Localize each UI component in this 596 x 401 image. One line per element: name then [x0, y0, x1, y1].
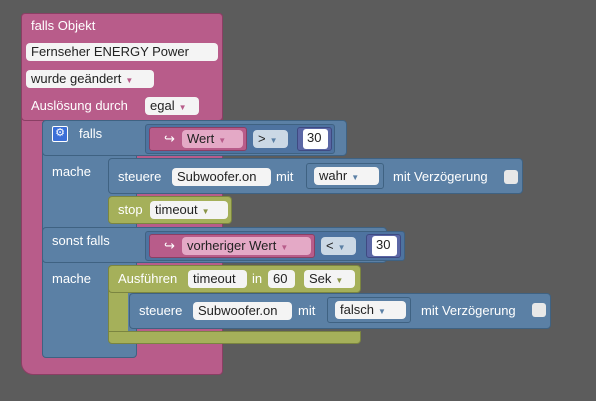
execute-amount: 60	[273, 271, 288, 286]
control2-delay-label: mit Verzögerung	[421, 303, 516, 318]
trigger-value: wurde geändert	[31, 71, 122, 86]
stop-target: timeout	[155, 202, 198, 217]
execute-timer: timeout	[193, 271, 236, 286]
control1-target-field[interactable]: Subwoofer.on	[172, 168, 271, 186]
dropdown-triangle-icon: ▼	[377, 307, 386, 316]
condition2-number: 30	[376, 237, 391, 252]
dropdown-triangle-icon: ▼	[337, 243, 346, 252]
dropdown-triangle-icon: ▼	[335, 276, 344, 285]
do-label: mache	[52, 164, 92, 179]
condition1-variable: Wert	[187, 131, 215, 146]
object-name-field[interactable]: Fernseher ENERGY Power	[26, 43, 218, 61]
control1-delay-label: mit Verzögerung	[393, 169, 488, 184]
control1-target: Subwoofer.on	[177, 169, 257, 184]
execute-unit-dropdown[interactable]: Sek▼	[304, 270, 355, 288]
control2-label: steuere	[139, 303, 183, 318]
condition2-variable: vorheriger Wert	[187, 238, 277, 253]
trigger-by-value: egal	[150, 98, 175, 113]
execute-label: Ausführen	[118, 271, 178, 286]
dropdown-triangle-icon: ▼	[125, 76, 134, 85]
condition1-operator-dropdown[interactable]: >▼	[253, 130, 288, 148]
do2-label: mache	[52, 271, 92, 286]
trigger-by-dropdown[interactable]: egal▼	[145, 97, 199, 115]
dropdown-triangle-icon: ▼	[280, 243, 289, 252]
control2-target-field[interactable]: Subwoofer.on	[193, 302, 292, 320]
dropdown-triangle-icon: ▼	[178, 103, 187, 112]
control2-target: Subwoofer.on	[198, 303, 278, 318]
execute-footer	[108, 331, 361, 344]
trigger-by-label: Auslösung durch	[31, 98, 128, 113]
trigger-dropdown[interactable]: wurde geändert▼	[26, 70, 154, 88]
condition1-number-field[interactable]: 30	[303, 129, 328, 149]
control2-value: falsch	[340, 302, 374, 317]
if-label: falls	[79, 126, 103, 141]
control1-with-label: mit	[276, 169, 294, 184]
return-arrow-icon: ↪	[164, 131, 175, 146]
event-header: falls Objekt	[31, 18, 96, 33]
execute-unit: Sek	[309, 271, 332, 286]
gear-icon[interactable]: ⚙	[52, 126, 68, 142]
execute-timer-field[interactable]: timeout	[188, 270, 247, 288]
control2-delay-checkbox[interactable]	[532, 303, 546, 317]
dropdown-triangle-icon: ▼	[218, 136, 227, 145]
else-if-label: sonst falls	[52, 233, 110, 248]
condition1-operator: >	[258, 131, 266, 146]
return-arrow-icon: ↪	[164, 238, 175, 253]
execute-in-label: in	[252, 271, 263, 286]
stop-label: stop	[118, 202, 143, 217]
control2-value-dropdown[interactable]: falsch▼	[335, 301, 406, 319]
control2-with-label: mit	[298, 303, 316, 318]
stop-target-dropdown[interactable]: timeout▼	[150, 201, 228, 219]
object-name: Fernseher ENERGY Power	[31, 44, 189, 59]
dropdown-triangle-icon: ▼	[269, 136, 278, 145]
condition2-number-field[interactable]: 30	[372, 236, 397, 256]
control1-label: steuere	[118, 169, 162, 184]
control1-value: wahr	[319, 168, 348, 183]
dropdown-triangle-icon: ▼	[201, 207, 210, 216]
dropdown-triangle-icon: ▼	[351, 173, 360, 182]
control1-value-dropdown[interactable]: wahr▼	[314, 167, 379, 185]
execute-amount-field[interactable]: 60	[268, 270, 295, 288]
condition1-variable-dropdown[interactable]: Wert▼	[182, 130, 243, 148]
control1-delay-checkbox[interactable]	[504, 170, 518, 184]
condition2-variable-dropdown[interactable]: vorheriger Wert▼	[182, 237, 311, 255]
condition2-operator: <	[326, 238, 334, 253]
condition2-operator-dropdown[interactable]: <▼	[321, 237, 356, 255]
condition1-number: 30	[307, 130, 322, 145]
